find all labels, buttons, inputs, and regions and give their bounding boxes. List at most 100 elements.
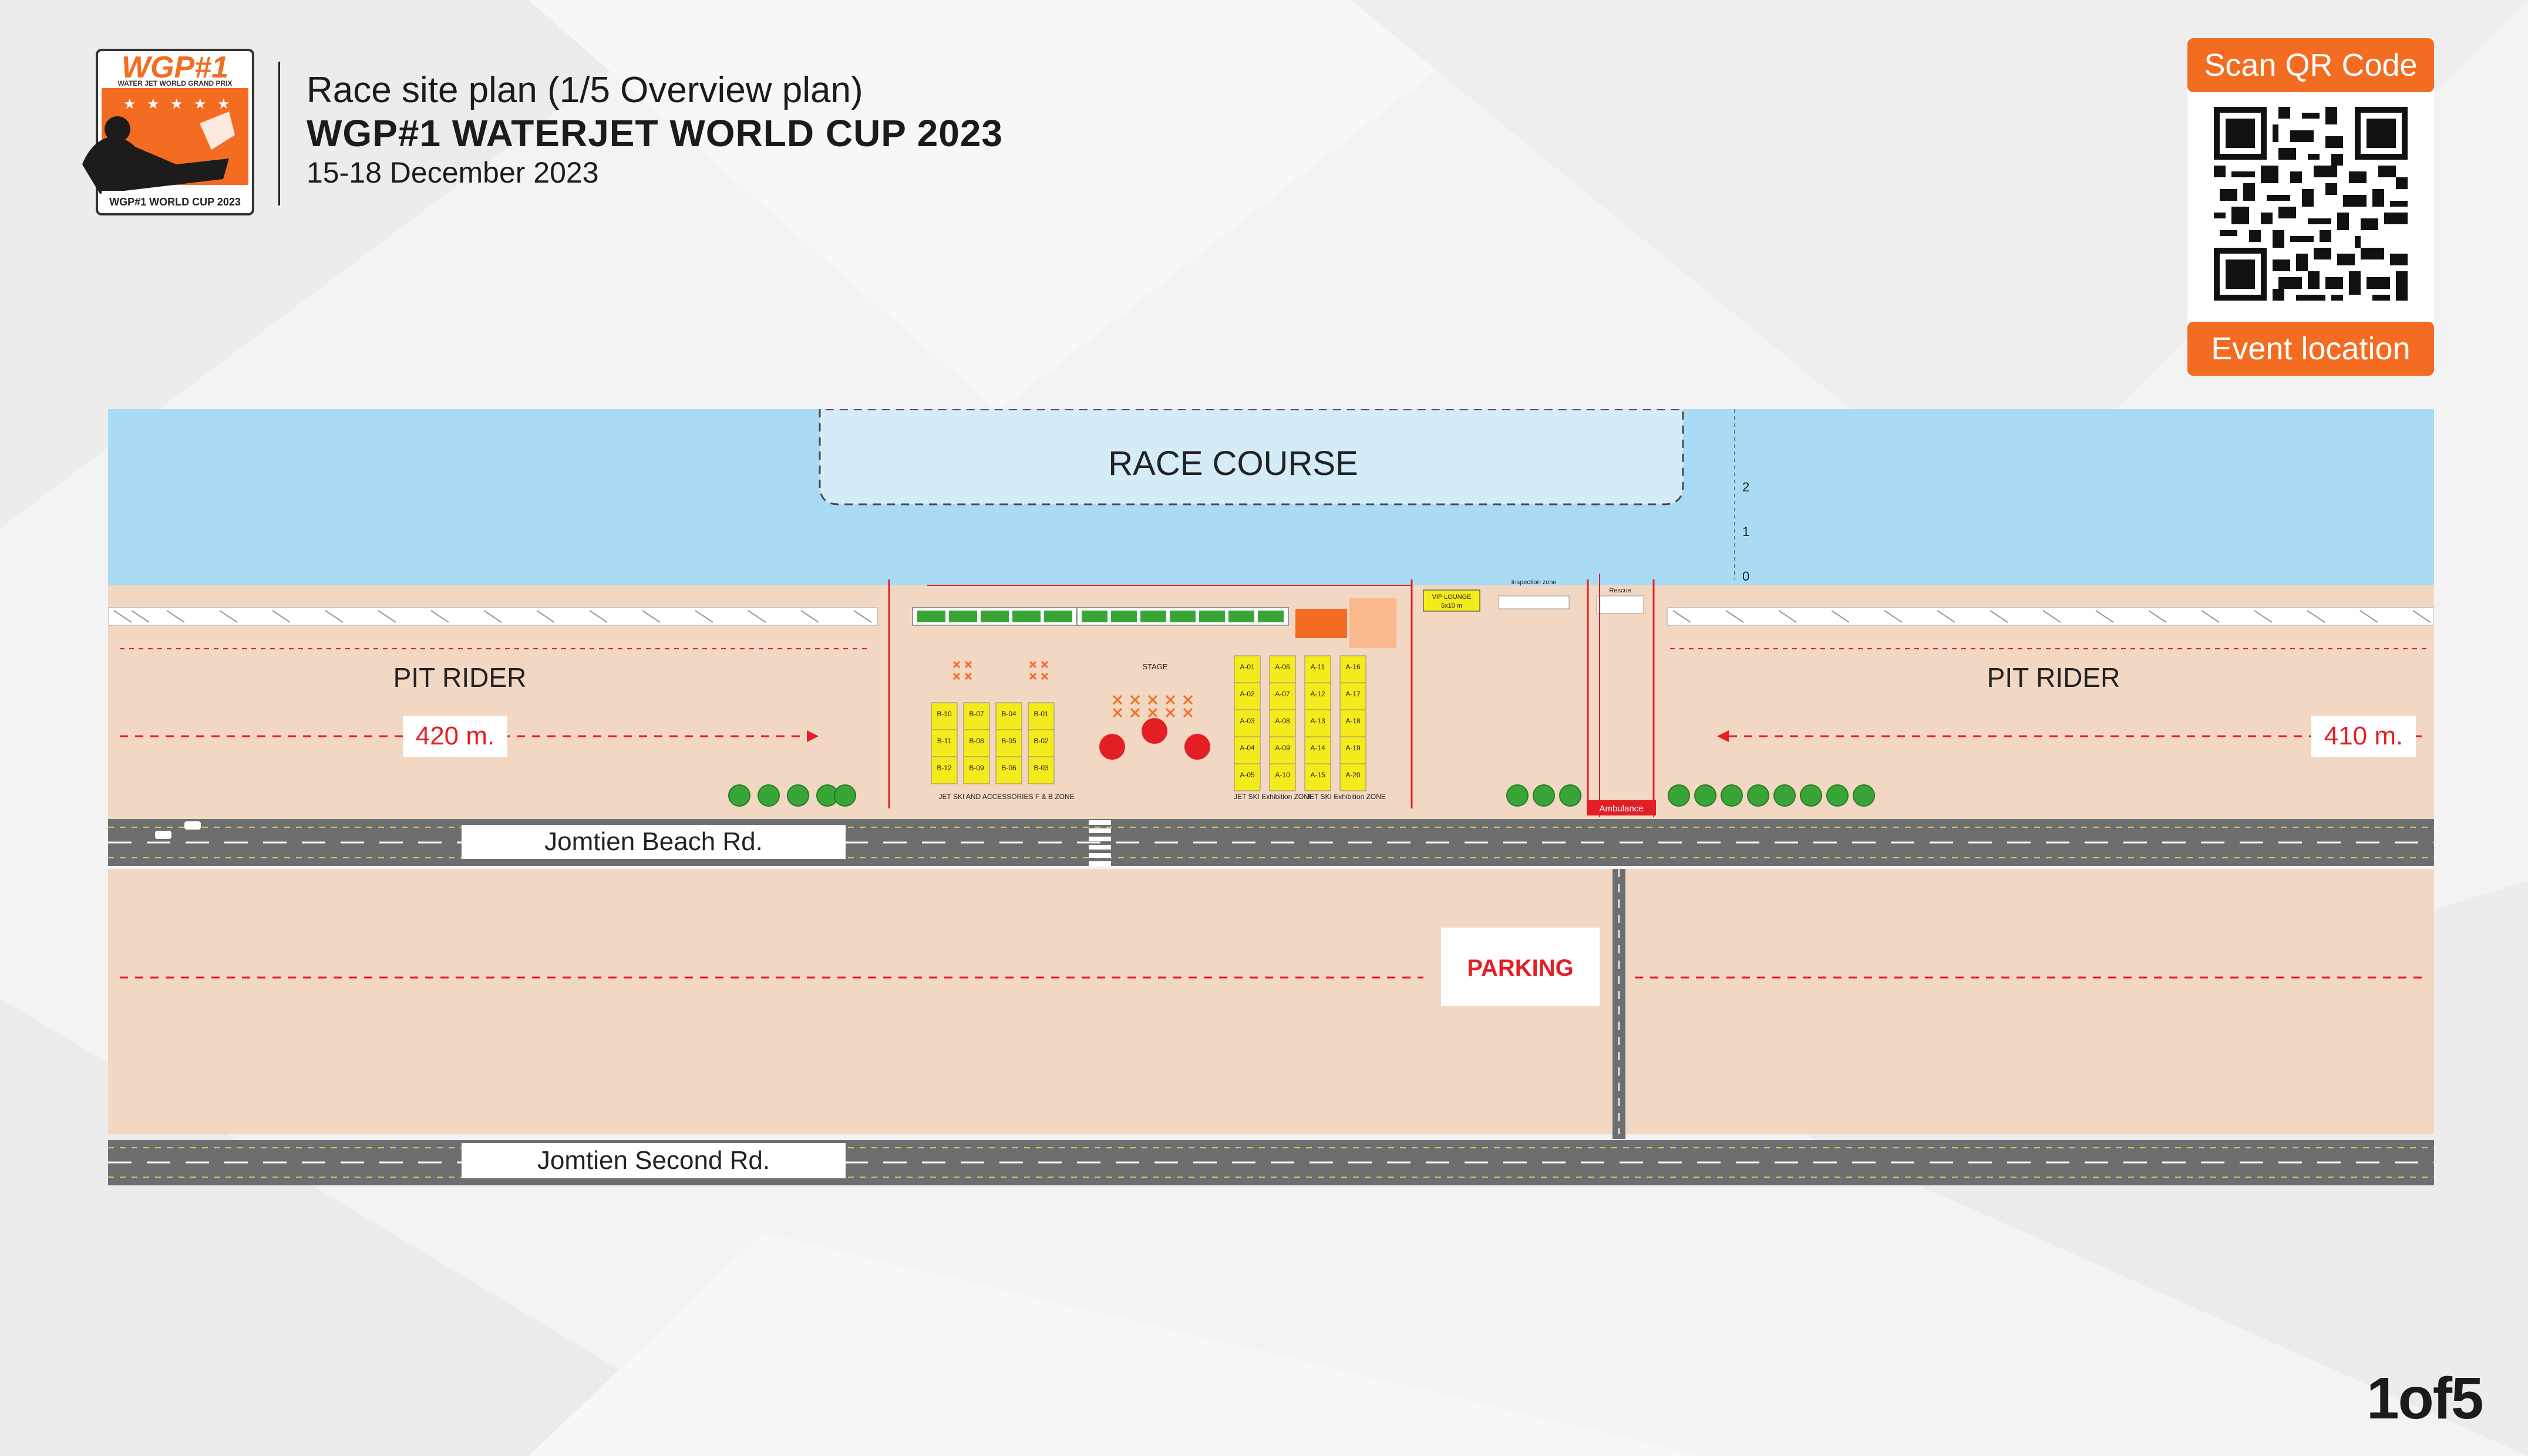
svg-text:★: ★ xyxy=(123,96,136,112)
booth-label: A-09 xyxy=(1275,744,1290,752)
booth xyxy=(963,702,990,730)
booth xyxy=(1339,763,1366,791)
booth xyxy=(931,756,958,784)
event-date: 15-18 December 2023 xyxy=(307,156,599,189)
distance-right: 410 m. xyxy=(2324,722,2404,750)
booth xyxy=(1304,763,1331,791)
parking-sign xyxy=(1441,928,1600,1006)
booth-label: B-05 xyxy=(1001,737,1016,745)
booth xyxy=(1028,756,1055,784)
booth-label: B-09 xyxy=(969,764,984,772)
distance-badge-left xyxy=(403,716,507,757)
event-title: WGP#1 WATERJET WORLD CUP 2023 xyxy=(307,112,1003,154)
booth xyxy=(963,729,990,757)
booth xyxy=(1269,655,1296,683)
booth-label: A-15 xyxy=(1310,771,1325,779)
booth-label: A-12 xyxy=(1310,690,1325,698)
parking-area xyxy=(108,869,2434,1134)
scale-mark: 0 xyxy=(1742,569,1749,584)
booth-label: B-12 xyxy=(937,764,952,772)
svg-text:★: ★ xyxy=(194,96,207,112)
booth-label: A-16 xyxy=(1345,663,1361,671)
distance-left: 420 m. xyxy=(416,722,495,750)
qr-code-icon[interactable] xyxy=(2214,107,2408,301)
booth xyxy=(1304,709,1331,737)
booth-label: A-11 xyxy=(1311,663,1325,671)
rescue-label: Rescue xyxy=(1609,587,1631,594)
booth-label: A-04 xyxy=(1240,744,1255,752)
booth-label: A-08 xyxy=(1275,717,1290,725)
race-course-area xyxy=(819,409,1684,505)
race-course-label: RACE COURSE xyxy=(1108,444,1358,483)
booth-label: A-18 xyxy=(1345,717,1361,725)
booth xyxy=(1269,682,1296,710)
road-label-box xyxy=(462,1143,846,1178)
road-label-box xyxy=(462,825,846,859)
booth xyxy=(1269,763,1296,791)
booth-label: B-10 xyxy=(937,710,952,718)
booth-label: A-07 xyxy=(1275,690,1290,698)
booth-label: A-01 xyxy=(1240,663,1255,671)
booth xyxy=(995,729,1022,757)
booth xyxy=(1269,709,1296,737)
booth xyxy=(931,729,958,757)
event-location-label: Event location xyxy=(2187,322,2434,376)
booth xyxy=(995,756,1022,784)
zone-a2-label: JET SKI Exhibition ZONE xyxy=(1306,793,1386,801)
booth-label: A-17 xyxy=(1345,690,1361,698)
jomtien-second-rd-label: Jomtien Second Rd. xyxy=(537,1146,770,1175)
booth xyxy=(1028,702,1055,730)
access-road xyxy=(1613,869,1625,1139)
booth xyxy=(1304,682,1331,710)
trees xyxy=(728,784,1875,807)
jomtien-beach-rd-label: Jomtien Beach Rd. xyxy=(544,827,763,856)
booth-label: B-11 xyxy=(937,737,952,745)
distance-badge-right xyxy=(2311,716,2416,757)
booth xyxy=(1234,709,1261,737)
ambulance-label: Ambulance xyxy=(1599,804,1643,814)
page-title: Race site plan (1/5 Overview plan) xyxy=(307,70,863,110)
booth-label: A-20 xyxy=(1345,771,1361,779)
booth xyxy=(1234,736,1261,764)
booth-label: A-03 xyxy=(1240,717,1255,725)
booth-label: B-03 xyxy=(1034,764,1049,772)
booth xyxy=(1304,736,1331,764)
booth-label: A-14 xyxy=(1310,744,1325,752)
event-zone: VIP LOUNGE 5x10 m Inspection zone Rescue… xyxy=(888,574,1655,817)
vip-lounge-label: VIP LOUNGE xyxy=(1432,594,1471,601)
booth xyxy=(1339,682,1366,710)
scale-mark: 1 xyxy=(1742,524,1749,539)
booth-label: A-05 xyxy=(1240,771,1255,779)
booth xyxy=(1234,655,1261,683)
scale-mark: 2 xyxy=(1742,480,1749,494)
booth xyxy=(1339,709,1366,737)
logo-bottom-text: WGP#1 WORLD CUP 2023 xyxy=(109,196,241,208)
booth xyxy=(1234,682,1261,710)
wgp-logo: WGP#1 WATER JET WORLD GRAND PRIX ★★ ★★ ★… xyxy=(82,49,254,215)
pit-rider-left-label: PIT RIDER xyxy=(393,662,527,693)
qr-panel[interactable]: Scan QR Code Event location xyxy=(2187,38,2434,376)
booth xyxy=(1234,763,1261,791)
booth xyxy=(1339,736,1366,764)
svg-text:★: ★ xyxy=(170,96,183,112)
scan-qr-label: Scan QR Code xyxy=(2187,38,2434,92)
booths-a: A-01 A-06 A-11 A-16A-02 A-07 A-12 A-17A-03 A-08… xyxy=(1234,655,1366,791)
booth xyxy=(1028,729,1055,757)
svg-text:★: ★ xyxy=(147,96,160,112)
booth xyxy=(1339,655,1366,683)
inspection-zone-label: Inspection zone xyxy=(1511,579,1556,586)
booth-label: B-02 xyxy=(1034,737,1049,745)
header-divider xyxy=(278,62,280,205)
logo-text: WGP#1 xyxy=(122,50,228,85)
logo-subtext: WATER JET WORLD GRAND PRIX xyxy=(117,79,232,87)
page-number: 1of5 xyxy=(2367,1366,2484,1431)
booth-label: B-08 xyxy=(969,737,984,745)
booth xyxy=(995,702,1022,730)
booth-label: B-06 xyxy=(1001,764,1016,772)
booth xyxy=(963,756,990,784)
booth-label: A-06 xyxy=(1275,663,1290,671)
site-map: RACE COURSE 2 1 0 PIT RIDER PIT RIDER 42… xyxy=(108,409,2434,1185)
booth-label: A-02 xyxy=(1240,690,1255,698)
vip-lounge-size: 5x10 m xyxy=(1441,602,1462,609)
